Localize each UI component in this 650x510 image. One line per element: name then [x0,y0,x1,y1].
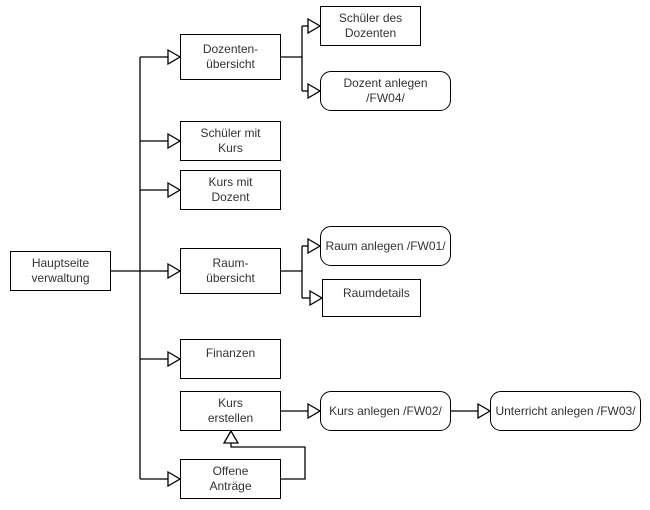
node-kurs-anlegen-fw02[interactable]: Kurs anlegen /FW02/ [320,391,451,431]
node-dozent-anlegen-fw04[interactable]: Dozent anlegen /FW04/ [320,71,451,111]
node-offene-antraege[interactable]: Offene Anträge [180,459,281,499]
arrowhead-schueler-mit-kurs [167,132,182,150]
arrowhead-unterricht-anlegen [477,402,492,420]
arrowhead-schueler-des-dozenten [307,17,322,35]
node-kurs-erstellen[interactable]: Kurs erstellen [180,391,281,431]
arrowhead-offene-antraege [167,470,182,488]
arrowhead-dozentenuebersicht [167,48,182,66]
arrowhead-kurs-mit-dozent [167,181,182,199]
node-finanzen[interactable]: Finanzen [180,339,281,379]
node-raum-anlegen-fw01[interactable]: Raum anlegen /FW01/ [320,226,451,266]
arrowhead-raum-anlegen [307,237,322,255]
arrowhead-raumdetails [309,289,324,307]
node-raumuebersicht[interactable]: Raum- übersicht [180,248,281,294]
arrowhead-kurs-anlegen [307,402,322,420]
node-kurs-mit-dozent[interactable]: Kurs mit Dozent [180,170,281,210]
node-raumdetails[interactable]: Raumdetails [322,279,421,317]
arrowhead-raumuebersicht [167,262,182,280]
arrowhead-finanzen [167,350,182,368]
node-schueler-des-dozenten[interactable]: Schüler des Dozenten [320,6,421,46]
node-dozentenuebersicht[interactable]: Dozenten- übersicht [180,34,281,80]
arrowhead-dozent-anlegen [307,82,322,100]
arrowhead-kurs-erstellen-up [222,429,240,444]
node-schueler-mit-kurs[interactable]: Schüler mit Kurs [180,121,281,161]
node-hauptseite-verwaltung[interactable]: Hauptseite verwaltung [10,251,111,291]
node-unterricht-anlegen-fw03[interactable]: Unterricht anlegen /FW03/ [490,391,641,431]
